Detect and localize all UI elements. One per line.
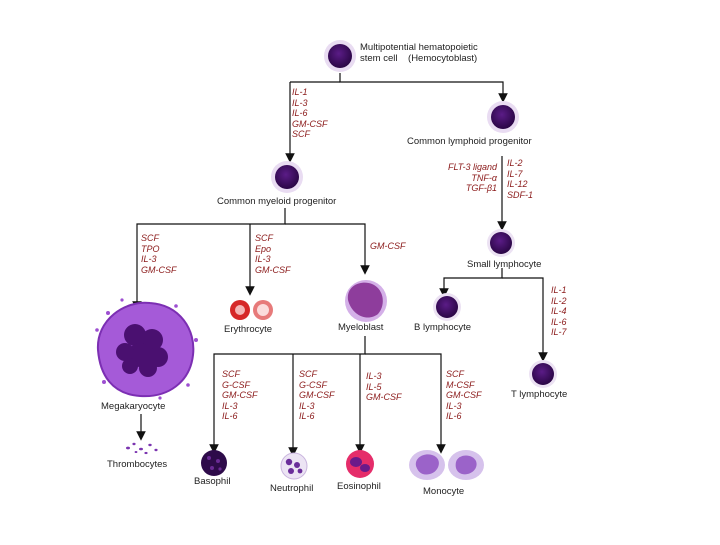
factors-lymphoid-right: IL-2 IL-7 IL-12 SDF-1 xyxy=(507,158,534,200)
monocyte-icon xyxy=(409,450,484,480)
b-lymphocyte-icon xyxy=(433,293,461,321)
arrow-to-monocyte xyxy=(365,353,446,454)
b-lymphocyte-label: B lymphocyte xyxy=(414,322,472,333)
arrow-to-megakaryocyte xyxy=(132,208,286,311)
common-myeloid-label: Common myeloid progenitor xyxy=(217,196,337,207)
arrow-stem-to-lymphoid xyxy=(339,73,508,103)
factors-to-monocyte: SCF M-CSF GM-CSF IL-3 IL-6 xyxy=(446,369,482,422)
arrow-to-basophil xyxy=(209,336,366,454)
megakaryocyte-icon xyxy=(95,298,198,400)
myeloid-progenitor-icon xyxy=(271,161,303,193)
myeloblast-label: Myeloblast xyxy=(338,322,384,333)
basophil-icon xyxy=(201,450,227,476)
factors-to-megakaryocyte: SCF TPO IL-3 GM-CSF xyxy=(141,233,177,275)
thrombocytes-label: Thrombocytes xyxy=(107,459,168,470)
factors-lymphoid-left: FLT-3 ligand TNF-α TGF-β1 xyxy=(447,162,497,194)
t-lymphocyte-icon xyxy=(529,360,557,388)
stem-cell-label: Multipotential hematopoietic stem cell (… xyxy=(360,42,478,64)
common-lymphoid-label: Common lymphoid progenitor xyxy=(407,136,532,147)
eosinophil-icon xyxy=(346,450,374,478)
eosinophil-label: Eosinophil xyxy=(337,481,381,492)
factors-to-t-lymphocyte: IL-1 IL-2 IL-4 IL-6 IL-7 xyxy=(551,285,567,338)
neutrophil-icon xyxy=(280,452,308,480)
monocyte-label: Monocyte xyxy=(423,486,465,497)
arrow-to-t-lymphocyte xyxy=(502,277,548,362)
small-lymphocyte-label: Small lymphocyte xyxy=(467,259,542,270)
factors-to-basophil: SCF G-CSF GM-CSF IL-3 IL-6 xyxy=(222,369,258,422)
factors-stem-to-myeloid: IL-1 IL-3 IL-6 GM-CSF SCF xyxy=(292,87,328,140)
neutrophil-label: Neutrophil xyxy=(270,483,314,494)
erythrocyte-icon xyxy=(230,300,273,320)
factors-to-eosinophil: IL-3 IL-5 GM-CSF xyxy=(366,371,402,403)
connector-lines xyxy=(132,73,548,457)
small-lymphocyte-icon xyxy=(487,229,515,257)
megakaryocyte-label: Megakaryocyte xyxy=(101,401,166,412)
basophil-label: Basophil xyxy=(194,476,231,487)
factors-to-myeloblast: GM-CSF xyxy=(370,241,406,251)
arrow-to-b-lymphocyte xyxy=(439,268,503,298)
myeloblast-icon xyxy=(345,280,387,322)
factors-to-erythrocyte: SCF Epo IL-3 GM-CSF xyxy=(255,233,291,275)
thrombocytes-icon xyxy=(126,442,158,455)
t-lymphocyte-label: T lymphocyte xyxy=(511,389,568,400)
erythrocyte-label: Erythrocyte xyxy=(224,324,273,335)
arrow-to-myeloblast xyxy=(285,223,370,275)
factors-to-neutrophil: SCF G-CSF GM-CSF IL-3 IL-6 xyxy=(299,369,335,422)
stem-cell-icon xyxy=(324,40,356,72)
lymphoid-progenitor-icon xyxy=(487,101,519,133)
